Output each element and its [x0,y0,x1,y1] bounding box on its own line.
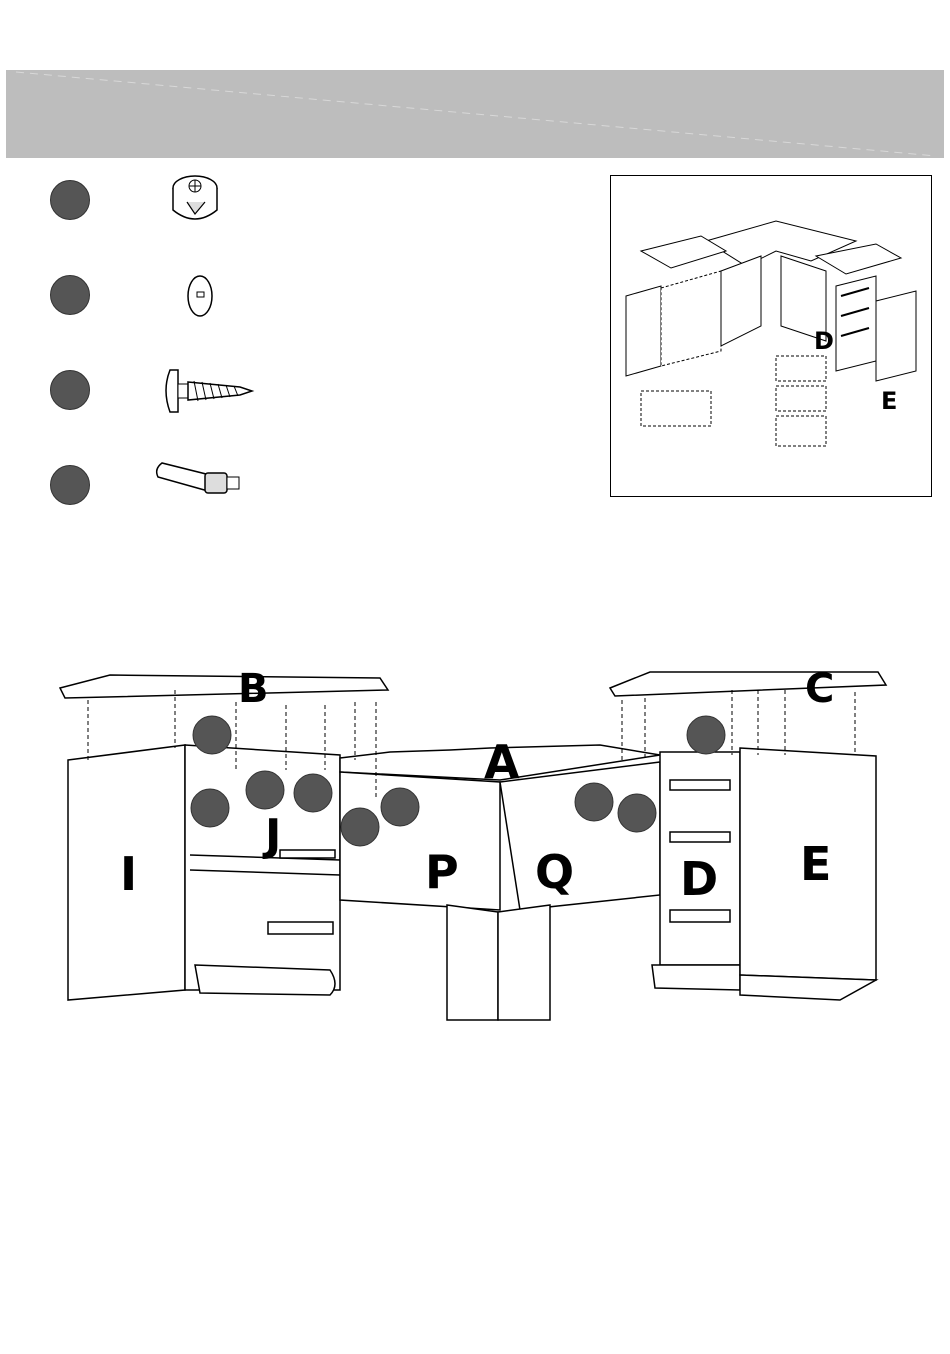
label-p: P [425,845,459,899]
overview-label-e: E [881,387,897,415]
label-c: C [805,666,834,712]
cam-cover-cap-icon [180,270,220,320]
banner-dash-line [6,70,944,158]
screw-icon [160,360,260,420]
part-bubble-1 [50,180,90,220]
label-a: A [484,735,520,789]
label-d: D [680,852,718,906]
step-banner [6,70,944,158]
corner-panel-q [500,762,660,910]
label-b: B [238,666,269,712]
top-panel-b [60,675,388,698]
overview-label-d: D [814,327,834,355]
assembly-diagram: B C A I J P Q D E [40,660,920,1040]
parts-list [0,160,600,520]
label-i: I [120,847,137,901]
top-panel-c [610,672,886,696]
cam-bolt-icon [150,455,250,500]
part-bubble-2 [50,275,90,315]
label-q: Q [535,845,574,899]
label-e: E [800,837,831,891]
label-j: J [262,810,281,861]
part-bubble-3 [50,370,90,410]
part-bubble-4 [50,465,90,505]
cam-lock-icon [165,170,225,230]
overview-diagram: D E [610,175,932,497]
